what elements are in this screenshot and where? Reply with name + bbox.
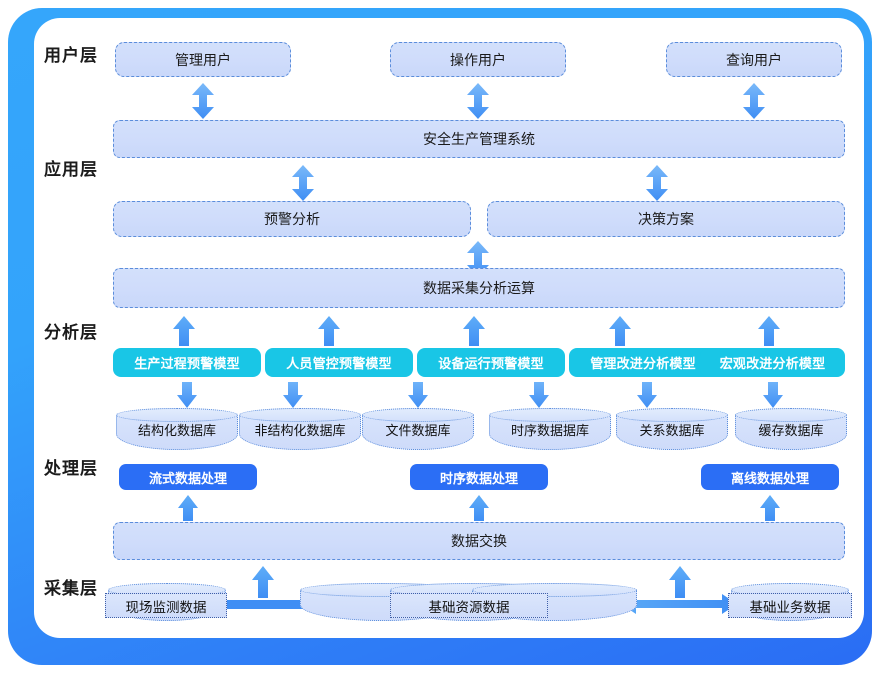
arrow-up-icon [468, 494, 490, 522]
cylinder-top [735, 408, 847, 422]
process-pill-timeseries[interactable]: 时序数据处理 [410, 464, 548, 490]
arrow-up-icon [462, 315, 486, 347]
source-label-basic-resource: 基础资源数据 [390, 593, 548, 618]
compute-bar-data-collection-analysis[interactable]: 数据采集分析运算 [113, 268, 845, 308]
arrow-down-icon [636, 381, 658, 409]
database-cylinder-file[interactable]: 文件数据库 [362, 408, 474, 450]
arrow-down-icon [528, 381, 550, 409]
cylinder-top [362, 408, 474, 422]
database-label: 缓存数据库 [758, 423, 824, 439]
database-cylinder-timeseries[interactable]: 时序数据据库 [489, 408, 611, 450]
model-pill-management-improvement[interactable]: 管理改进分析模型 [569, 348, 717, 377]
source-label-basic-business: 基础业务数据 [728, 593, 852, 618]
cylinder-top [239, 408, 361, 422]
connector-bar-horizontal [218, 597, 328, 611]
system-bar-safety-production[interactable]: 安全生产管理系统 [113, 120, 845, 158]
database-cylinder-cache[interactable]: 缓存数据库 [735, 408, 847, 450]
arrow-up-icon [757, 315, 781, 347]
layer-label-user: 用户层 [44, 46, 98, 66]
double-arrow-vertical-icon [186, 82, 220, 120]
user-box-query[interactable]: 查询用户 [666, 42, 842, 77]
process-pill-offline[interactable]: 离线数据处理 [701, 464, 839, 490]
database-cylinder-unstructured[interactable]: 非结构化数据库 [239, 408, 361, 450]
database-cylinder-structured[interactable]: 结构化数据库 [116, 408, 238, 450]
app-box-warning-analysis[interactable]: 预警分析 [113, 201, 471, 237]
user-box-operator[interactable]: 操作用户 [390, 42, 566, 77]
double-arrow-vertical-icon [286, 164, 320, 202]
arrow-up-icon [177, 494, 199, 522]
process-pill-stream[interactable]: 流式数据处理 [119, 464, 257, 490]
app-box-decision-plan[interactable]: 决策方案 [487, 201, 845, 237]
database-cylinder-relational[interactable]: 关系数据库 [616, 408, 728, 450]
arrow-up-icon [759, 494, 781, 522]
model-pill-personnel-control[interactable]: 人员管控预警模型 [265, 348, 413, 377]
database-label: 时序数据据库 [510, 423, 589, 439]
model-pill-equipment-operation[interactable]: 设备运行预警模型 [417, 348, 565, 377]
layer-label-collection: 采集层 [44, 579, 98, 599]
double-arrow-vertical-icon [461, 82, 495, 120]
double-arrow-vertical-icon [737, 82, 771, 120]
arrow-down-icon [282, 381, 304, 409]
arrow-up-icon [172, 315, 196, 347]
arrow-up-icon [668, 565, 692, 599]
layer-label-processing: 处理层 [44, 459, 98, 479]
double-arrow-vertical-icon [640, 164, 674, 202]
exchange-bar-data-exchange[interactable]: 数据交换 [113, 522, 845, 560]
cylinder-top [489, 408, 611, 422]
arrow-down-icon [762, 381, 784, 409]
user-box-admin[interactable]: 管理用户 [115, 42, 291, 77]
model-pill-production-process[interactable]: 生产过程预警模型 [113, 348, 261, 377]
database-label: 关系数据库 [639, 423, 705, 439]
double-arrow-horizontal-icon [620, 592, 738, 616]
model-pill-macro-improvement[interactable]: 宏观改进分析模型 [700, 348, 845, 377]
arrow-up-icon [608, 315, 632, 347]
arrow-down-icon [407, 381, 429, 409]
arrow-up-icon [251, 565, 275, 599]
layer-label-application: 应用层 [44, 160, 98, 180]
arrow-down-icon [176, 381, 198, 409]
layer-label-analysis: 分析层 [44, 323, 98, 343]
database-label: 结构化数据库 [137, 423, 216, 439]
cylinder-top [616, 408, 728, 422]
database-label: 文件数据库 [385, 423, 451, 439]
source-label-field-monitoring: 现场监测数据 [105, 593, 227, 618]
cylinder-top [116, 408, 238, 422]
arrow-up-icon [317, 315, 341, 347]
database-label: 非结构化数据库 [254, 423, 346, 439]
